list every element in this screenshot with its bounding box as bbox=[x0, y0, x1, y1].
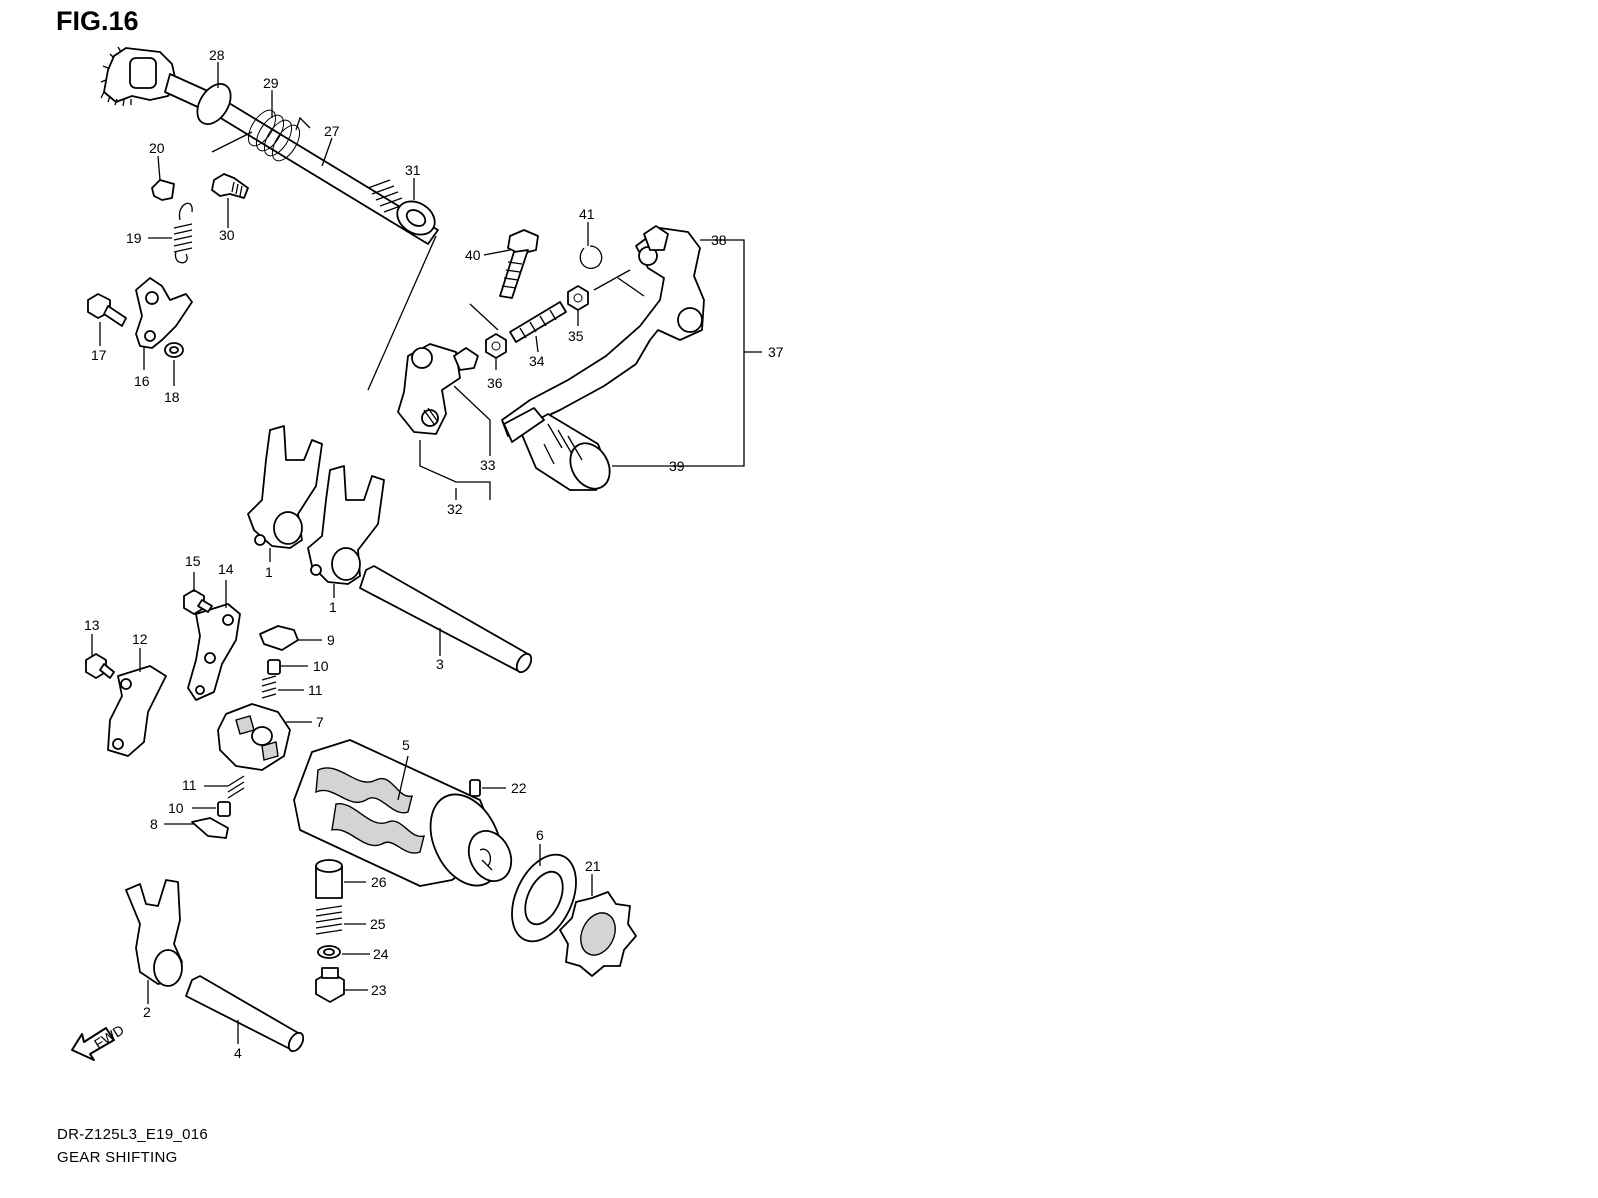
callout-20: 20 bbox=[149, 140, 165, 156]
shift-fork-1b bbox=[307, 465, 385, 585]
bolt-13 bbox=[85, 653, 115, 679]
gearshift-pawl-lifter-7 bbox=[217, 703, 291, 771]
callout-1a: 1 bbox=[265, 564, 273, 580]
bolt-30 bbox=[211, 173, 249, 199]
callout-39: 39 bbox=[669, 458, 685, 474]
nut-36 bbox=[485, 333, 507, 359]
washer-24 bbox=[317, 945, 341, 959]
gearshift-arm-32 bbox=[397, 343, 461, 435]
bolt-15 bbox=[183, 589, 213, 615]
callout-34: 34 bbox=[529, 353, 545, 369]
callout-36: 36 bbox=[487, 375, 503, 391]
pin-10b bbox=[217, 801, 231, 817]
callout-3: 3 bbox=[436, 656, 444, 672]
gearshift-pawl-9 bbox=[259, 625, 299, 651]
callout-6: 6 bbox=[536, 827, 544, 843]
spring-25 bbox=[315, 905, 343, 935]
callout-29: 29 bbox=[263, 75, 279, 91]
footrest-rubber-39 bbox=[503, 407, 611, 491]
callout-32: 32 bbox=[447, 501, 463, 517]
callout-28: 28 bbox=[209, 47, 225, 63]
callout-26: 26 bbox=[371, 874, 387, 890]
callout-33: 33 bbox=[480, 457, 496, 473]
gearshift-cam-driven-gear-21 bbox=[559, 891, 637, 977]
callout-40: 40 bbox=[465, 247, 481, 263]
link-rod-33 bbox=[453, 347, 479, 371]
callout-8: 8 bbox=[150, 816, 158, 832]
callout-2: 2 bbox=[143, 1004, 151, 1020]
spring-11b bbox=[227, 775, 245, 799]
circlip-41 bbox=[579, 245, 603, 269]
callout-19: 19 bbox=[126, 230, 142, 246]
callout-5: 5 bbox=[402, 737, 410, 753]
callout-13: 13 bbox=[84, 617, 100, 633]
gearshift-stopper-plate-16 bbox=[135, 277, 193, 349]
pin-22 bbox=[469, 779, 481, 797]
callout-10b: 10 bbox=[168, 800, 184, 816]
callout-15: 15 bbox=[185, 553, 201, 569]
callout-31: 31 bbox=[405, 162, 421, 178]
callout-25: 25 bbox=[370, 916, 386, 932]
shift-fork-2 bbox=[125, 879, 183, 987]
callout-38: 38 bbox=[711, 232, 727, 248]
gearshift-shaft bbox=[100, 46, 439, 245]
callout-27: 27 bbox=[324, 123, 340, 139]
figure-title: FIG.16 bbox=[56, 6, 139, 36]
spring-19 bbox=[173, 202, 193, 264]
callout-24: 24 bbox=[373, 946, 389, 962]
nut-35 bbox=[567, 285, 589, 311]
bolt-40 bbox=[499, 229, 539, 299]
pin-26 bbox=[315, 859, 343, 899]
gearshift-pawl-8 bbox=[191, 817, 229, 839]
callout-numbers: 28 29 27 31 20 19 30 17 16 18 41 40 38 3… bbox=[84, 47, 784, 1061]
bolt-17 bbox=[87, 293, 127, 327]
leader-lines bbox=[91, 62, 762, 1044]
callout-1b: 1 bbox=[329, 599, 337, 615]
gearshift-cam-5 bbox=[293, 739, 513, 887]
callout-30: 30 bbox=[219, 227, 235, 243]
callout-37: 37 bbox=[768, 344, 784, 360]
pin-20 bbox=[151, 179, 175, 201]
callout-18: 18 bbox=[164, 389, 180, 405]
callout-9: 9 bbox=[327, 632, 335, 648]
fwd-arrow-icon: FWD bbox=[71, 1021, 127, 1061]
washer-18 bbox=[164, 342, 184, 358]
callout-4: 4 bbox=[234, 1045, 242, 1061]
oil-seal-31 bbox=[396, 200, 436, 236]
fwd-arrow-label: FWD bbox=[91, 1021, 127, 1051]
callout-16: 16 bbox=[134, 373, 150, 389]
washer-6 bbox=[511, 853, 577, 943]
shift-fork-1a bbox=[247, 425, 323, 549]
callout-10a: 10 bbox=[313, 658, 329, 674]
pin-10a bbox=[267, 659, 281, 675]
callout-21: 21 bbox=[585, 858, 601, 874]
callout-22: 22 bbox=[511, 780, 527, 796]
plug-23 bbox=[315, 967, 345, 1003]
callout-23: 23 bbox=[371, 982, 387, 998]
callout-41: 41 bbox=[579, 206, 595, 222]
figure-code: DR-Z125L3_E19_016 bbox=[57, 1126, 209, 1143]
callout-11a: 11 bbox=[308, 682, 323, 698]
figure-name: GEAR SHIFTING bbox=[57, 1149, 178, 1166]
callout-17: 17 bbox=[91, 347, 107, 363]
shift-fork-shaft-3 bbox=[359, 565, 533, 674]
callout-14: 14 bbox=[218, 561, 234, 577]
gearshift-cam-plate-14 bbox=[187, 603, 241, 701]
stud-34 bbox=[509, 301, 567, 343]
spring-11a bbox=[261, 675, 277, 699]
callout-12: 12 bbox=[132, 631, 148, 647]
callout-7: 7 bbox=[316, 714, 324, 730]
callout-35: 35 bbox=[568, 328, 584, 344]
callout-11b: 11 bbox=[182, 777, 197, 793]
gearshift-cam-stopper-12 bbox=[107, 665, 167, 757]
shift-fork-shaft-4 bbox=[185, 975, 305, 1053]
